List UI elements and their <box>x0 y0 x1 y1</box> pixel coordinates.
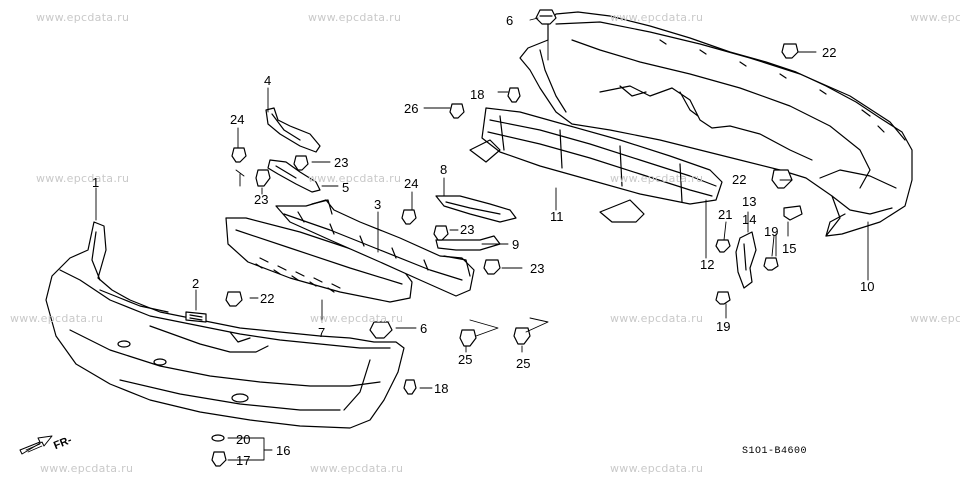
callout-25: 25 <box>458 352 473 367</box>
callout-25: 25 <box>516 356 531 371</box>
clip-23-d <box>483 259 501 275</box>
watermark: www.epcdata.ru <box>310 462 404 475</box>
bracket-4 <box>265 107 321 153</box>
clip-22-c <box>225 291 243 307</box>
watermark: www.epcdata.ru <box>40 462 134 475</box>
clip-22-b <box>771 169 793 189</box>
nut-21 <box>715 239 731 253</box>
callout-11: 11 <box>550 209 564 224</box>
callout-5: 5 <box>342 180 350 195</box>
rear-bumper-face <box>519 11 913 237</box>
clip-6-lower <box>369 321 393 339</box>
bolt-19-b <box>715 291 731 305</box>
watermark: www.epcdata.ru <box>310 312 404 325</box>
leader-lines <box>95 17 869 461</box>
callout-23: 23 <box>334 155 349 170</box>
bracket-9 <box>435 235 501 251</box>
watermark: www.epc <box>910 312 960 325</box>
watermark: www.epcdata.ru <box>610 312 704 325</box>
watermark: www.epc <box>910 11 960 24</box>
callout-19: 19 <box>764 224 779 239</box>
callout-1: 1 <box>92 175 100 190</box>
callout-24: 24 <box>230 112 245 127</box>
clip-18-lower <box>403 379 417 395</box>
bolt-25-b <box>513 327 531 345</box>
callout-23: 23 <box>460 222 475 237</box>
callout-18: 18 <box>470 87 485 102</box>
callout-15: 15 <box>782 241 797 256</box>
callout-22: 22 <box>822 45 837 60</box>
rear-bumper-beam <box>469 107 723 223</box>
clip-15 <box>783 205 803 221</box>
clip-18-upper <box>507 87 521 103</box>
callout-7: 7 <box>318 325 326 340</box>
bolt-24-b <box>401 209 417 225</box>
callout-22: 22 <box>732 172 747 187</box>
bracket-8 <box>435 195 517 223</box>
watermark: www.epcdata.ru <box>308 172 402 185</box>
clip-6-top <box>535 9 557 25</box>
clip-23-b <box>255 169 271 187</box>
callout-6: 6 <box>506 13 514 28</box>
watermark: www.epcdata.ru <box>36 11 130 24</box>
screw-17 <box>211 451 227 467</box>
bolt-19-a <box>763 257 779 271</box>
front-direction-arrow <box>19 435 53 455</box>
callout-21: 21 <box>718 207 733 222</box>
callout-24: 24 <box>404 176 419 191</box>
callout-8: 8 <box>440 162 448 177</box>
front-bumper-beam <box>275 199 475 297</box>
callout-26: 26 <box>404 101 419 116</box>
watermark: www.epcdata.ru <box>308 11 402 24</box>
callout-14: 14 <box>742 212 757 227</box>
callout-6: 6 <box>420 321 428 336</box>
bracket-5 <box>267 159 321 193</box>
callout-10: 10 <box>860 279 875 294</box>
bolt-24-a <box>231 147 247 163</box>
watermark: www.epcdata.ru <box>610 462 704 475</box>
callout-23: 23 <box>254 192 269 207</box>
bolt-25-a <box>459 329 477 347</box>
callout-23: 23 <box>530 261 545 276</box>
clip-23-a <box>293 155 309 171</box>
front-bumper-face <box>45 221 405 429</box>
watermark: www.epcdata.ru <box>36 172 130 185</box>
callout-17: 17 <box>236 453 251 468</box>
diagram-code: S1O1-B4600 <box>742 446 808 457</box>
washer-20 <box>211 434 225 442</box>
watermark: www.epcdata.ru <box>10 312 104 325</box>
watermark: www.epcdata.ru <box>610 172 704 185</box>
watermark: www.epcdata.ru <box>610 11 704 24</box>
callout-19: 19 <box>716 319 731 334</box>
callout-4: 4 <box>264 73 272 88</box>
clip-23-c <box>433 225 449 241</box>
bracket-13-14 <box>735 231 757 289</box>
callout-16: 16 <box>276 443 291 458</box>
emblem-2 <box>185 311 207 323</box>
clip-22-a <box>781 43 799 59</box>
callout-12: 12 <box>700 257 715 272</box>
callout-2: 2 <box>192 276 200 291</box>
callout-20: 20 <box>236 432 251 447</box>
callout-3: 3 <box>374 197 382 212</box>
front-absorber <box>225 217 413 303</box>
callout-13: 13 <box>742 194 757 209</box>
bolt-26 <box>449 103 465 119</box>
callout-18: 18 <box>434 381 449 396</box>
callout-9: 9 <box>512 237 520 252</box>
callout-22: 22 <box>260 291 275 306</box>
